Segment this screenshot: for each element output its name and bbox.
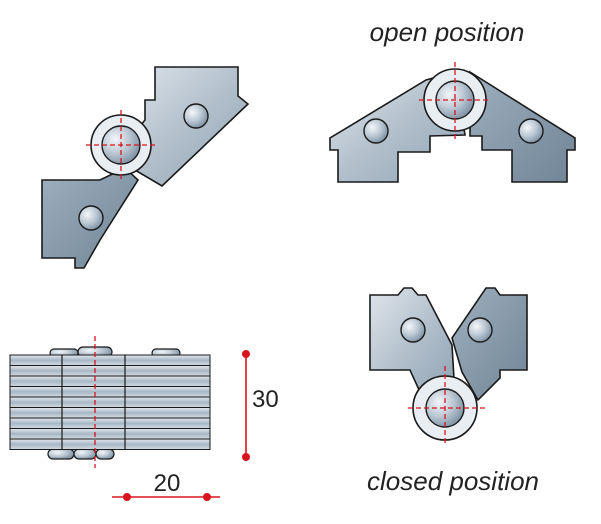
pin-cap xyxy=(47,448,75,460)
leaf-plate xyxy=(9,365,211,377)
pin-cap xyxy=(73,448,97,460)
dimension-width: 20 xyxy=(112,470,220,501)
hinge-closed-view xyxy=(369,287,528,445)
hinge-right-leaf xyxy=(451,287,528,402)
hinge-side-view xyxy=(9,336,211,468)
dimension-endpoint xyxy=(242,453,250,461)
screw-icon xyxy=(78,205,104,231)
leaf-plate xyxy=(9,375,211,387)
dimension-endpoint xyxy=(242,350,250,358)
hinge-angled-view xyxy=(41,66,250,269)
leaf-plate xyxy=(9,396,211,408)
closed-position-label: closed position xyxy=(367,466,539,496)
leaf-plate xyxy=(9,417,211,429)
screw-icon xyxy=(518,118,544,144)
leaf-plate xyxy=(9,428,211,440)
hinge-open-view xyxy=(329,62,576,183)
dimension-endpoint xyxy=(123,493,131,501)
dimension-height-value: 30 xyxy=(252,386,279,413)
leaf-plate xyxy=(9,354,211,366)
leaf-plate xyxy=(9,407,211,419)
pin-cap xyxy=(95,448,115,460)
dimension-width-value: 20 xyxy=(154,470,181,497)
screw-icon xyxy=(183,103,209,129)
leaf-plate xyxy=(9,438,211,450)
screw-icon xyxy=(467,317,493,343)
dimension-height: 30 xyxy=(242,350,279,461)
screw-icon xyxy=(363,118,389,144)
screw-icon xyxy=(400,317,426,343)
dimension-endpoint xyxy=(203,493,211,501)
leaf-stack xyxy=(9,354,211,450)
open-position-label: open position xyxy=(370,17,525,47)
leaf-plate xyxy=(9,386,211,398)
